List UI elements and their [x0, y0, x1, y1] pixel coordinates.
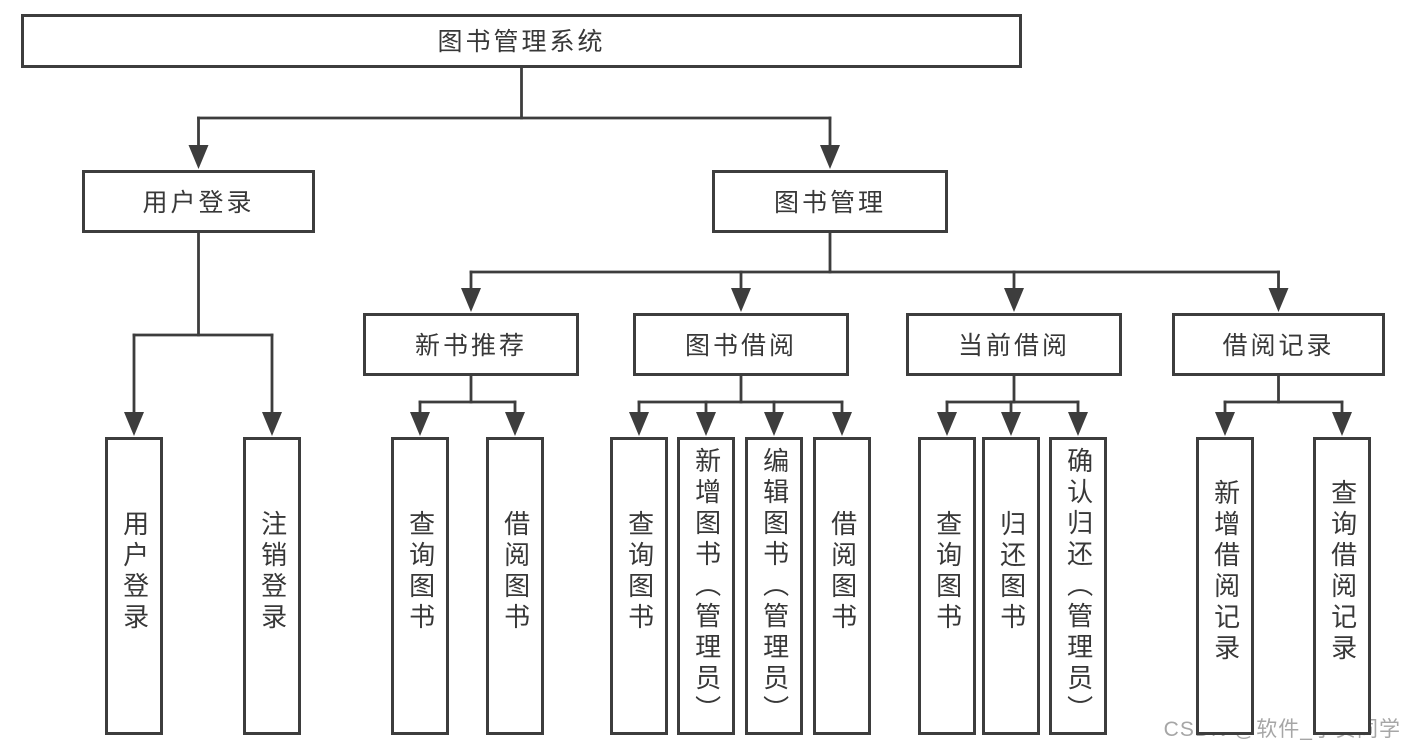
node-label-root: 图书管理系统 [437, 28, 606, 56]
node-label-leaf-query-book-cur: 查询图书 [932, 510, 963, 634]
arrowhead-icon [505, 412, 525, 436]
diagram-node-leaf-query-borrow-rec: 查询借阅记录 [1313, 437, 1371, 735]
diagram-node-leaf-borrow-book-rec: 借阅图书 [486, 437, 544, 735]
arrowhead-icon [696, 412, 716, 436]
arrowhead-icon [820, 145, 840, 169]
diagram-node-borrow-record: 借阅记录 [1172, 313, 1385, 376]
node-label-leaf-query-book-borrow: 查询图书 [624, 510, 655, 634]
arrowhead-icon [461, 288, 481, 312]
node-label-book-mgmt: 图书管理 [773, 188, 886, 217]
arrowhead-icon [731, 288, 751, 312]
node-label-leaf-confirm-return: 确认归还（管理员） [1063, 447, 1094, 726]
diagram-node-leaf-add-book: 新增图书（管理员） [677, 437, 735, 735]
arrowhead-icon [124, 412, 144, 436]
arrowhead-icon [764, 412, 784, 436]
arrowhead-icon [1332, 412, 1352, 436]
node-label-book-borrow: 图书借阅 [684, 331, 797, 360]
diagram-node-leaf-query-book-borrow: 查询图书 [610, 437, 668, 735]
node-label-leaf-add-borrow-rec: 新增借阅记录 [1210, 479, 1241, 665]
arrowhead-icon [1268, 288, 1289, 312]
node-label-borrow-record: 借阅记录 [1222, 331, 1335, 360]
node-label-leaf-query-book-rec: 查询图书 [405, 510, 436, 634]
node-label-current-borrow: 当前借阅 [957, 331, 1070, 360]
diagram-node-current-borrow: 当前借阅 [906, 313, 1122, 376]
diagram-node-leaf-logout: 注销登录 [243, 437, 301, 735]
node-label-leaf-query-borrow-rec: 查询借阅记录 [1327, 479, 1358, 665]
node-label-leaf-logout: 注销登录 [257, 510, 288, 634]
node-label-leaf-borrow-book-rec: 借阅图书 [500, 510, 531, 634]
diagram-node-book-borrow: 图书借阅 [633, 313, 849, 376]
node-label-leaf-user-login: 用户登录 [119, 510, 150, 634]
arrowhead-icon [410, 412, 430, 436]
diagram-node-leaf-borrow-book: 借阅图书 [813, 437, 871, 735]
arrowhead-icon [188, 145, 209, 169]
arrowhead-icon [629, 412, 649, 436]
arrowhead-icon [1215, 412, 1235, 436]
diagram-node-leaf-query-book-cur: 查询图书 [918, 437, 976, 735]
node-label-leaf-return-book: 归还图书 [996, 510, 1027, 634]
arrowhead-icon [262, 412, 282, 436]
node-label-leaf-borrow-book: 借阅图书 [827, 510, 858, 634]
node-label-leaf-add-book: 新增图书（管理员） [691, 447, 722, 726]
node-label-leaf-edit-book: 编辑图书（管理员） [759, 447, 790, 726]
node-label-new-book-rec: 新书推荐 [414, 331, 527, 360]
diagram-node-leaf-return-book: 归还图书 [982, 437, 1040, 735]
diagram-node-leaf-add-borrow-rec: 新增借阅记录 [1196, 437, 1254, 735]
node-label-user-login: 用户登录 [142, 188, 255, 217]
arrowhead-icon [1004, 288, 1024, 312]
diagram-node-leaf-user-login: 用户登录 [105, 437, 163, 735]
diagram-node-user-login: 用户登录 [82, 170, 315, 233]
arrowhead-icon [1001, 412, 1021, 436]
arrowhead-icon [1068, 412, 1088, 436]
arrowhead-icon [832, 412, 852, 436]
diagram-node-root: 图书管理系统 [21, 14, 1022, 68]
diagram-node-leaf-confirm-return: 确认归还（管理员） [1049, 437, 1107, 735]
diagram-node-leaf-query-book-rec: 查询图书 [391, 437, 449, 735]
arrowhead-icon [937, 412, 957, 436]
diagram-node-book-mgmt: 图书管理 [712, 170, 948, 233]
diagram-node-leaf-edit-book: 编辑图书（管理员） [745, 437, 803, 735]
diagram-node-new-book-rec: 新书推荐 [363, 313, 579, 376]
